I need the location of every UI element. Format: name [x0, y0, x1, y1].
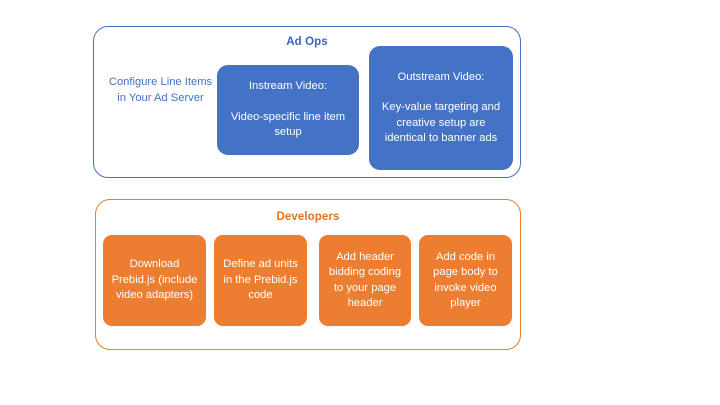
group-ad-ops: Ad Ops Configure Line Items in Your Ad S… [93, 26, 521, 178]
group-developers: Developers Download Prebid.js (include v… [95, 199, 521, 350]
card-instream-video[interactable]: Instream Video: Video-specific line item… [217, 65, 359, 155]
card-define-ad-units[interactable]: Define ad units in the Prebid.js code [214, 235, 307, 326]
text-spacer [375, 85, 507, 100]
card-outstream-video-heading: Outstream Video: [397, 70, 485, 83]
group-title-developers: Developers [276, 211, 340, 223]
card-instream-video-heading: Instream Video: [248, 80, 328, 93]
card-outstream-video-body: Key-value targeting and creative setup a… [381, 101, 501, 144]
card-download-prebid[interactable]: Download Prebid.js (include video adapte… [103, 235, 206, 326]
card-download-prebid-body: Download Prebid.js (include video adapte… [111, 258, 198, 302]
group-title-ad-ops: Ad Ops [286, 36, 328, 48]
card-add-header-bidding-body: Add header bidding coding to your page h… [328, 250, 402, 310]
text-spacer [223, 95, 353, 110]
card-outstream-video[interactable]: Outstream Video: Key-value targeting and… [369, 46, 513, 170]
card-instream-video-body: Video-specific line item setup [230, 110, 346, 139]
card-add-page-body-code[interactable]: Add code in page body to invoke video pl… [419, 235, 512, 326]
card-define-ad-units-body: Define ad units in the Prebid.js code [223, 258, 298, 302]
label-configure-line-items: Configure Line Items in Your Ad Server [108, 76, 213, 104]
card-add-header-bidding[interactable]: Add header bidding coding to your page h… [319, 235, 411, 326]
card-add-page-body-code-body: Add code in page body to invoke video pl… [433, 250, 498, 310]
